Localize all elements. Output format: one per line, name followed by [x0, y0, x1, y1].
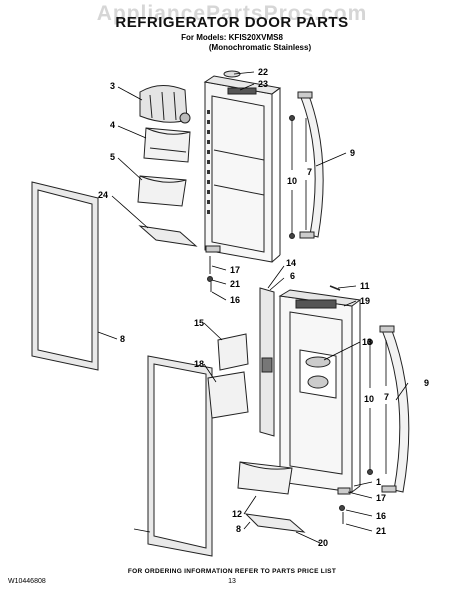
upper-door-handle [289, 91, 324, 239]
door-bin-upper [137, 175, 187, 207]
callout-7b: 7 [384, 392, 389, 402]
door-bin-lower [237, 461, 293, 495]
callout-24: 24 [98, 190, 108, 200]
callout-7a: 7 [307, 167, 312, 177]
callout-1: 1 [376, 477, 381, 487]
callout-18: 18 [194, 359, 204, 369]
callout-23: 23 [258, 79, 268, 89]
door-bin-18 [207, 371, 249, 419]
callout-21a: 21 [230, 279, 240, 289]
callout-10b: 10 [364, 394, 374, 404]
upper-door-gasket [31, 181, 99, 371]
lower-door-liner [278, 289, 362, 493]
ordering-info: FOR ORDERING INFORMATION REFER TO PARTS … [127, 568, 337, 575]
callout-14: 14 [286, 258, 296, 268]
callout-4: 4 [110, 120, 115, 130]
dispenser-trim-bar [259, 287, 275, 437]
lower-bin-insert [244, 513, 306, 533]
dairy-bin [143, 127, 191, 163]
callout-16b: 16 [376, 511, 386, 521]
callout-9a: 9 [350, 148, 355, 158]
door-bin-15 [217, 333, 249, 371]
callout-6: 6 [290, 271, 295, 281]
lower-door-handle [367, 325, 410, 493]
callout-9b: 9 [424, 378, 429, 388]
callout-10a: 10 [287, 176, 297, 186]
callout-12: 12 [232, 509, 242, 519]
model-finish: (Monochromatic Stainless) [208, 43, 312, 52]
document-number: W10446808 [8, 578, 46, 585]
callout-17a: 17 [230, 265, 240, 275]
model-number: For Models: KFIS20XVMS8 [181, 33, 283, 42]
lower-door-gasket [147, 355, 213, 557]
page-number: 13 [228, 578, 236, 585]
upper-door-liner [203, 70, 282, 263]
bin-insert [138, 225, 198, 247]
callout-13: 13 [362, 337, 372, 347]
model-info: For Models: KFIS20XVMS8 (Monochromatic S… [0, 33, 464, 53]
callout-22: 22 [258, 67, 268, 77]
lower-hinge-hardware [329, 285, 351, 524]
callout-11: 11 [360, 281, 370, 291]
callout-21b: 21 [376, 526, 386, 536]
watermark: AppliancePartsPros.com [96, 2, 368, 25]
callout-8a: 8 [120, 334, 125, 344]
dairy-door-assembly [139, 85, 191, 124]
callout-15: 15 [194, 318, 204, 328]
callout-17b: 17 [376, 493, 386, 503]
callout-3: 3 [110, 81, 115, 91]
callout-20: 20 [318, 538, 328, 548]
callout-19: 19 [360, 296, 370, 306]
callout-8b: 8 [236, 524, 241, 534]
page-title: REFRIGERATOR DOOR PARTS [115, 14, 349, 31]
upper-hinge-hardware [207, 256, 213, 292]
callout-5: 5 [110, 152, 115, 162]
callout-16a: 16 [230, 295, 240, 305]
